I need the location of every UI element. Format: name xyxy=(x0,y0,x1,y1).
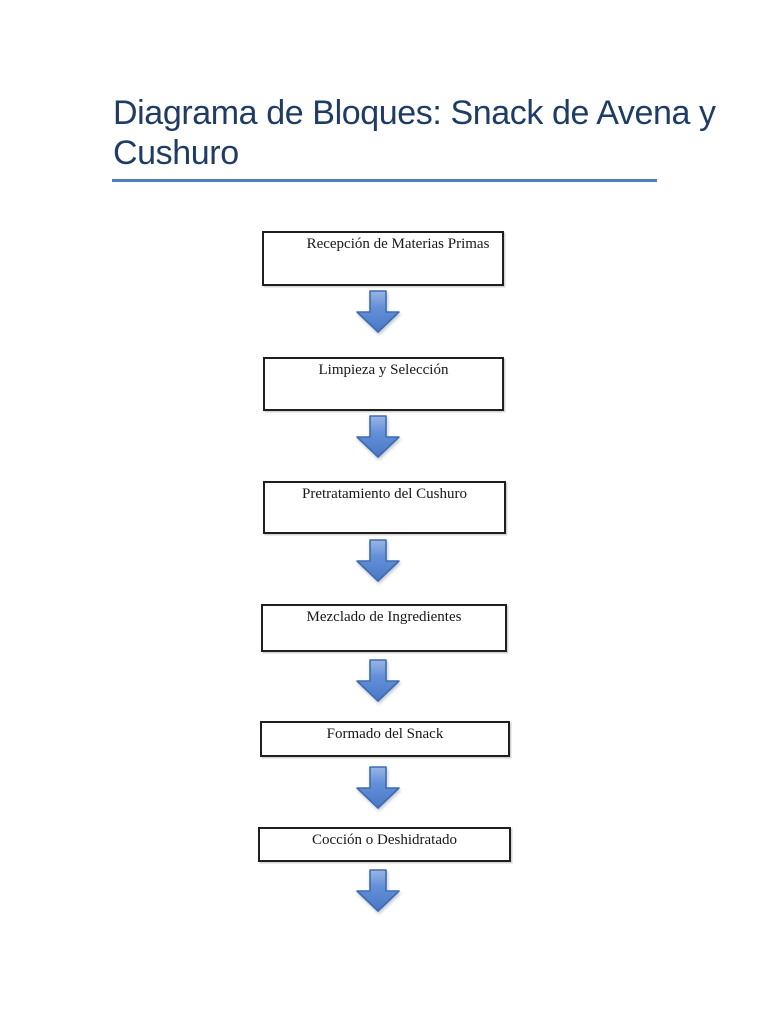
page-title: Diagrama de Bloques: Snack de Avena y Cu… xyxy=(113,93,716,173)
down-arrow-icon xyxy=(356,290,400,333)
flow-box-limpieza: Limpieza y Selección xyxy=(263,357,504,411)
flow-box-pretratamiento: Pretratamiento del Cushuro xyxy=(263,481,506,534)
flow-box-label: Formado del Snack xyxy=(326,726,444,742)
title-underline-rule xyxy=(112,179,657,182)
flow-box-coccion: Cocción o Deshidratado xyxy=(258,827,511,862)
page-title-line1: Diagrama de Bloques: Snack de Avena y xyxy=(113,94,716,132)
down-arrow-icon xyxy=(356,539,400,582)
flow-box-label: Mezclado de Ingredientes xyxy=(306,609,462,625)
flow-box-label: Limpieza y Selección xyxy=(318,362,449,378)
flow-box-mezclado: Mezclado de Ingredientes xyxy=(261,604,507,652)
flow-box-label: Cocción o Deshidratado xyxy=(312,832,457,848)
flow-box-label: Pretratamiento del Cushuro xyxy=(302,486,467,502)
down-arrow-icon xyxy=(356,766,400,809)
down-arrow-icon xyxy=(356,415,400,458)
down-arrow-icon xyxy=(356,659,400,702)
flow-box-label: Recepción de Materias Primas xyxy=(306,236,490,252)
page-title-line2: Cushuro xyxy=(113,134,239,172)
down-arrow-icon xyxy=(356,869,400,912)
flow-box-formado: Formado del Snack xyxy=(260,721,510,757)
flow-box-recepcion: Recepción de Materias Primas xyxy=(262,231,504,286)
